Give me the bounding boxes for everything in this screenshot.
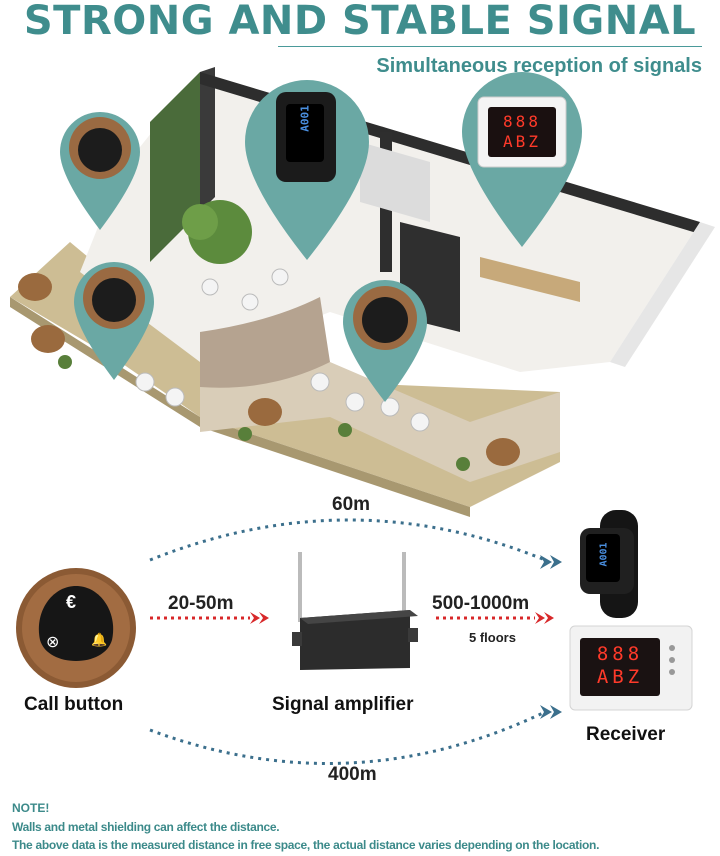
- pin-receiver: [462, 72, 582, 247]
- pin-watch: [245, 80, 369, 260]
- building-front-wall: [200, 362, 560, 482]
- top-arc-path: [149, 518, 546, 562]
- right-wall: [610, 222, 715, 367]
- call-button-device: [16, 568, 136, 688]
- top-arc-arrow: [540, 555, 562, 569]
- restaurant-floorplan-illustration: [10, 67, 715, 517]
- bar-counter: [480, 257, 580, 302]
- stone-wall: [200, 297, 330, 388]
- call-button-caption: Call button: [24, 694, 124, 715]
- receiver-display-bottom: ABZ: [596, 666, 644, 688]
- right-link-arrow: [535, 612, 554, 624]
- receiver-device: [569, 625, 693, 711]
- signal-amplifier-device: [292, 552, 418, 670]
- note-line-2: The above data is the measured distance …: [12, 838, 600, 852]
- note-line-1: Walls and metal shielding can affect the…: [12, 820, 280, 834]
- pin-call-button-3: [343, 280, 427, 402]
- call-button-bell-symbol: 🔔: [91, 632, 108, 647]
- pin-receiver-display-top: 888: [503, 112, 541, 131]
- title-divider: [278, 46, 702, 47]
- top-distance-label: 60m: [332, 494, 371, 515]
- signal-diagram: [16, 510, 693, 765]
- page-subtitle: Simultaneous reception of signals: [376, 55, 702, 77]
- terrace-tables: [135, 268, 430, 432]
- watch-display-text: A001: [598, 542, 610, 567]
- call-button-cancel-symbol: ⊗: [46, 634, 60, 651]
- pin-watch-display: A001: [298, 105, 312, 132]
- potted-plants: [58, 355, 470, 471]
- left-link-arrow: [250, 612, 269, 624]
- call-button-currency-symbol: €: [66, 592, 77, 612]
- bottom-distance-label: 400m: [328, 764, 377, 785]
- back-wall-left: [200, 67, 215, 212]
- receiver-display-top: 888: [596, 643, 644, 665]
- stairs: [360, 142, 430, 222]
- bottom-arc-path: [149, 710, 546, 765]
- barrels: [18, 273, 520, 466]
- pin-receiver-display-bottom: ABZ: [503, 132, 541, 151]
- pin-call-button-2: [74, 262, 154, 380]
- receiver-caption: Receiver: [586, 724, 666, 745]
- page-title: STRONG AND STABLE SIGNAL: [23, 0, 697, 44]
- amplifier-caption: Signal amplifier: [272, 694, 414, 715]
- bottom-arc-arrow: [540, 705, 562, 719]
- terrace-edge: [10, 297, 470, 517]
- floors-label: 5 floors: [469, 630, 516, 645]
- pin-call-button-1: [60, 112, 140, 230]
- right-distance-label: 500-1000m: [432, 593, 530, 614]
- left-distance-label: 20-50m: [168, 593, 234, 614]
- watch-device: [580, 510, 638, 618]
- note-title: NOTE!: [12, 801, 50, 815]
